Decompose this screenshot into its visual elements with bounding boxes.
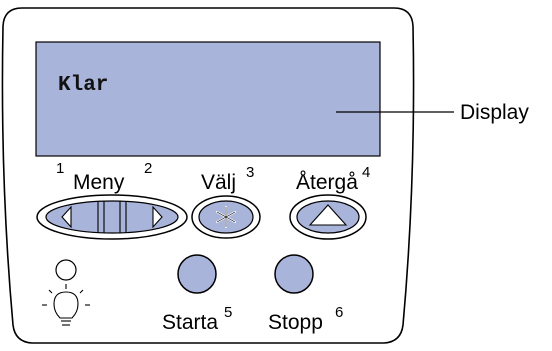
- select-number: 3: [246, 164, 254, 181]
- return-number: 4: [362, 164, 370, 181]
- triangle-left-icon: [61, 205, 72, 229]
- return-label: Återgå: [296, 171, 358, 194]
- stop-button[interactable]: [274, 254, 314, 294]
- menu-label: Meny: [73, 171, 125, 194]
- asterisk-outline: [216, 207, 236, 227]
- indicator-light: [55, 259, 77, 281]
- menu-left-number: 1: [56, 160, 64, 177]
- light-bulb-icon: [42, 284, 90, 326]
- menu-right-number: 2: [144, 160, 152, 177]
- display-label: Display: [460, 101, 529, 124]
- triangle-right-icon: [152, 205, 163, 229]
- go-button[interactable]: [177, 254, 217, 294]
- go-label: Starta: [162, 311, 218, 334]
- screen-text: Klar: [58, 74, 108, 97]
- menu-button[interactable]: [36, 194, 188, 240]
- go-number: 5: [224, 304, 232, 321]
- stop-number: 6: [335, 304, 343, 321]
- stop-label: Stopp: [268, 311, 323, 334]
- triangle-up-icon: [308, 204, 348, 226]
- display-screen: [35, 41, 381, 157]
- select-label: Välj: [201, 171, 236, 194]
